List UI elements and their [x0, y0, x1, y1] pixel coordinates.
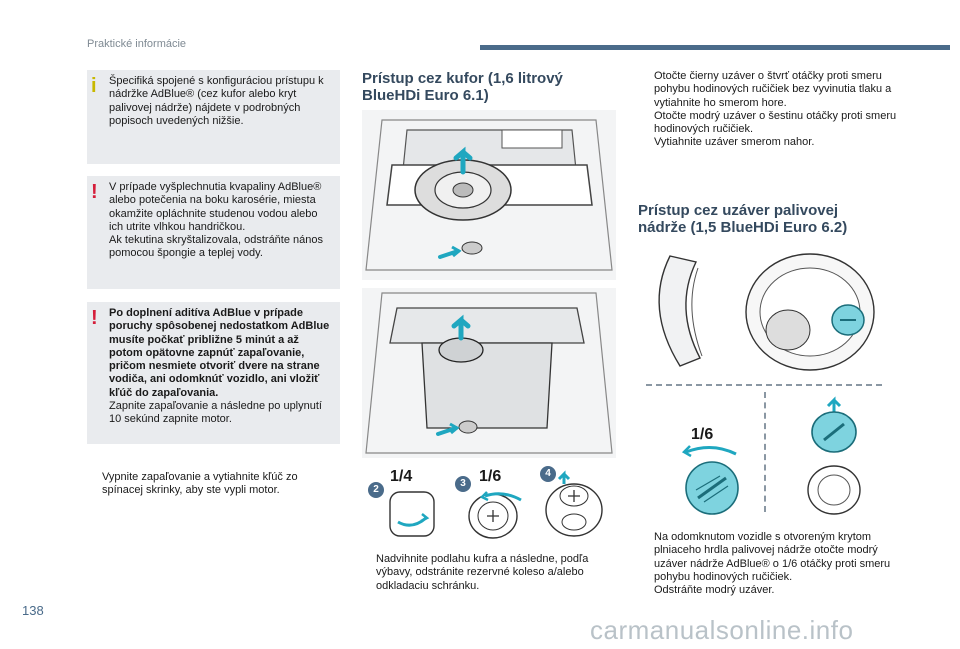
warning-box-1: ! V prípade vyšplechnutia kvapaliny AdBl… [87, 176, 340, 289]
warning-2-text: Po doplnení aditíva AdBlue v prípade por… [109, 307, 333, 427]
figure-divider-horizontal [646, 384, 882, 386]
list-item-text: Vytiahnite uzáver smerom nahor. [654, 136, 815, 149]
list-item-text: Otočte modrý uzáver o šestinu otáčky pro… [654, 109, 897, 136]
section-title: Praktické informácie [87, 38, 187, 50]
black-cap-icon [389, 491, 435, 537]
checkbox-bullet-icon [640, 136, 654, 149]
checkbox-bullet-icon [640, 70, 654, 110]
list-item-text: Nadvihnite podlahu kufra a následne, pod… [376, 553, 589, 592]
step-number-badge: 4 [540, 466, 556, 482]
trunk-spare-wheel-illustration [362, 110, 616, 280]
fuel-flap-access-heading: Prístup cez uzáver palivovej nádrže (1,5… [638, 202, 848, 236]
checkbox-bullet-icon [362, 553, 376, 593]
info-note-text: Špecifiká spojené s konfiguráciou prístu… [109, 75, 324, 127]
warning-1-line-2: Ak tekutina skryštalizovala, odstráňte n… [109, 234, 324, 260]
blue-cap-remove-icon [807, 396, 861, 515]
trunk-adblue-tank-illustration [362, 288, 616, 458]
watermark-text: carmanualsonline.info [590, 615, 854, 645]
list-item: Na odomknutom vozidle s otvoreným krytom… [640, 531, 896, 584]
warning-1-text: V prípade vyšplechnutia kvapaliny AdBlue… [109, 181, 333, 261]
trunk-access-heading: Prístup cez kufor (1,6 litrový BlueHDi E… [362, 70, 563, 104]
left-bullet-list: Vypnite zapaľovanie a vytiahnite kľúč zo… [88, 471, 340, 498]
page-number: 138 [22, 603, 44, 618]
blue-cap-rotate-icon [468, 491, 522, 539]
warning-1-line-1: V prípade vyšplechnutia kvapaliny AdBlue… [109, 181, 322, 233]
warning-2-bold: Po doplnení aditíva AdBlue v prípade por… [109, 307, 330, 399]
list-item: Vypnite zapaľovanie a vytiahnite kľúč zo… [88, 471, 340, 498]
step-number-badge: 3 [455, 476, 471, 492]
blue-cap-lift-icon [545, 470, 603, 537]
step-3-figure: 3 1/6 [455, 466, 530, 542]
step-4-figure: 4 [540, 466, 615, 542]
step-fraction-label: 1/6 [691, 426, 714, 443]
step-fraction-label: 1/6 [479, 468, 502, 485]
checkbox-bullet-icon [640, 531, 654, 584]
list-item: Vytiahnite uzáver smerom nahor. [640, 136, 898, 149]
list-item-text: Vypnite zapaľovanie a vytiahnite kľúč zo… [102, 471, 298, 497]
list-item: Nadvihnite podlahu kufra a následne, pod… [362, 553, 618, 593]
right-bottom-bullet-list: Na odomknutom vozidle s otvoreným krytom… [640, 531, 896, 597]
step-number-badge: 2 [368, 482, 384, 498]
info-icon: i [91, 75, 97, 97]
warning-icon: ! [91, 307, 98, 329]
list-item-text: Otočte čierny uzáver o štvrť otáčky prot… [654, 70, 892, 109]
middle-bullet-list: Nadvihnite podlahu kufra a následne, pod… [362, 553, 618, 593]
checkbox-bullet-icon [640, 584, 654, 597]
figure-divider-vertical [764, 392, 766, 512]
right-top-bullet-list: Otočte čierny uzáver o štvrť otáčky prot… [640, 70, 898, 150]
warning-2-normal: Zapnite zapaľovanie a následne po uplynu… [109, 400, 322, 426]
list-item: Otočte modrý uzáver o šestinu otáčky pro… [640, 110, 898, 137]
checkbox-bullet-icon [640, 110, 654, 137]
fuel-flap-illustration [640, 248, 886, 376]
step-2-figure: 2 1/4 [368, 466, 443, 542]
header-bar [480, 45, 950, 50]
list-item-text: Odstráňte modrý uzáver. [654, 584, 775, 597]
step-fraction-label: 1/4 [390, 468, 413, 485]
checkbox-bullet-icon [88, 471, 102, 498]
warning-box-2: ! Po doplnení aditíva AdBlue v prípade p… [87, 302, 340, 444]
warning-icon: ! [91, 181, 98, 203]
list-item: Odstráňte modrý uzáver. [640, 584, 896, 597]
info-note-box: i Špecifiká spojené s konfiguráciou prís… [87, 70, 340, 164]
list-item-text: Na odomknutom vozidle s otvoreným krytom… [654, 531, 891, 583]
list-item: Otočte čierny uzáver o štvrť otáčky prot… [640, 70, 898, 110]
blue-cap-rotate-icon [681, 445, 739, 515]
